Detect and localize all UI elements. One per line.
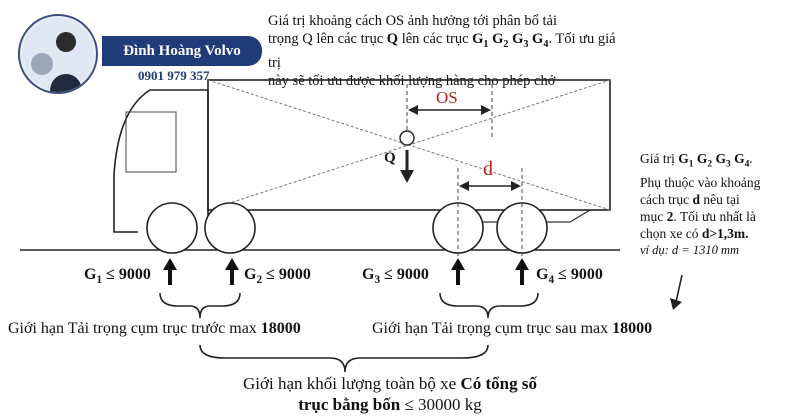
g4-load-label: G4 ≤ 9000	[536, 266, 603, 287]
front-axle-limit: Giới hạn Tải trọng cụm trục trước max 18…	[8, 320, 301, 337]
os-arrow-left-icon	[408, 105, 418, 115]
d-arrow-right-icon	[511, 181, 521, 191]
rear-axle-limit: Giới hạn Tải trọng cụm trục sau max 1800…	[372, 320, 653, 337]
g2-load-label: G2 ≤ 9000	[244, 266, 311, 287]
g3-load-label: G3 ≤ 9000	[362, 266, 429, 287]
total-brace	[199, 344, 489, 373]
top-note-line2: trọng Q lên các trục Q lên các trục G1 G…	[268, 31, 616, 71]
brand-name: Đình Hoàng Volvo	[102, 36, 262, 66]
rear-axle-brace	[439, 292, 539, 319]
g3-up-arrow-icon	[451, 258, 465, 270]
g1-load-label: G1 ≤ 9000	[84, 266, 151, 287]
os-arrow-right-icon	[481, 105, 491, 115]
brand-phone[interactable]: 0901 979 357	[138, 68, 210, 83]
top-note-line3: này sẽ tối ưu được khối lượng hàng cho p…	[268, 72, 556, 89]
cab-window	[125, 111, 177, 173]
right-note: Giá trị G1 G2 G3 G4. Phụ thuộc vào khoản…	[640, 151, 761, 257]
brand-badge: Đình Hoàng Volvo 0901 979 357	[18, 14, 266, 94]
front-axle-brace	[159, 292, 241, 319]
q-down-arrow-icon	[400, 170, 414, 183]
os-label: OS	[436, 88, 458, 107]
g1-up-arrow-icon	[163, 258, 177, 270]
top-note: Giá trị khoảng cách OS ảnh hưởng tới phâ…	[268, 12, 618, 90]
q-label: Q	[384, 150, 396, 166]
top-note-line1: Giá trị khoảng cách OS ảnh hưởng tới phâ…	[268, 13, 557, 29]
d-arrow-left-icon	[459, 181, 469, 191]
volvo-logo-icon	[31, 53, 53, 75]
wheel-2	[204, 202, 256, 254]
cab-outline	[113, 89, 209, 233]
total-weight-limit: Giới hạn khối lượng toàn bộ xe Có tổng s…	[243, 374, 537, 414]
avatar	[18, 14, 98, 94]
d-label: d	[483, 158, 493, 180]
load-arrows	[163, 258, 529, 285]
wheel-1	[146, 202, 198, 254]
g4-up-arrow-icon	[515, 258, 529, 270]
load-center-point	[399, 130, 415, 146]
g2-up-arrow-icon	[225, 258, 239, 270]
avatar-image	[22, 18, 94, 92]
note-pointer-arrow-icon	[670, 298, 682, 310]
